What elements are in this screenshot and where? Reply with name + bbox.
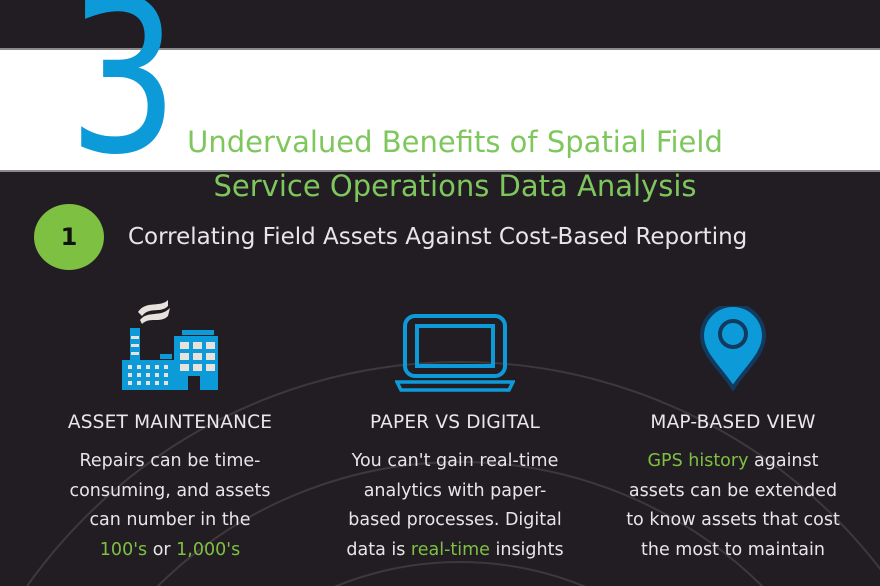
page-title: Undervalued Benefits of Spatial Field Se… xyxy=(150,120,760,208)
benefit-label: MAP-BASED VIEW xyxy=(650,412,816,433)
desc-line: can number in the xyxy=(89,510,251,530)
desc-line: to know assets that cost xyxy=(626,510,840,530)
desc-line: based processes. Digital xyxy=(348,510,562,530)
top-band xyxy=(0,0,880,48)
benefit-label: PAPER VS DIGITAL xyxy=(369,412,540,433)
highlight-text: 1,000's xyxy=(176,539,241,560)
desc-line: the most to maintain xyxy=(641,539,825,560)
benefit-description: GPS history against assets can be extend… xyxy=(598,447,868,565)
benefit-asset-maintenance: ASSET MAINTENANCE Repairs can be time- c… xyxy=(35,270,305,565)
highlight-text: 100's xyxy=(99,539,148,560)
map-pin-icon xyxy=(699,306,767,392)
highlight-text: GPS history xyxy=(647,451,749,471)
title-line-1: Undervalued Benefits of Spatial Field xyxy=(187,125,723,159)
benefit-description: You can't gain real-time analytics with … xyxy=(320,447,590,565)
laptop-icon xyxy=(395,314,515,392)
benefit-map-based-view: MAP-BASED VIEW GPS history against asset… xyxy=(598,270,868,565)
section-title: Correlating Field Assets Against Cost-Ba… xyxy=(128,224,748,250)
desc-text: data is xyxy=(346,539,411,560)
desc-line: assets can be extended xyxy=(628,480,838,501)
highlight-text: real-time xyxy=(410,539,490,560)
factory-icon xyxy=(122,300,218,390)
section-header: 1 Correlating Field Assets Against Cost-… xyxy=(34,204,747,270)
benefit-label: ASSET MAINTENANCE xyxy=(67,412,273,433)
title-banner: Undervalued Benefits of Spatial Field Se… xyxy=(0,48,880,203)
desc-text: insights xyxy=(489,539,564,560)
desc-line: consuming, and assets xyxy=(69,480,271,501)
desc-line: analytics with paper- xyxy=(363,480,547,501)
desc-text: against xyxy=(748,451,819,471)
benefit-paper-vs-digital: PAPER VS DIGITAL You can't gain real-tim… xyxy=(320,270,590,565)
desc-text: or xyxy=(147,539,177,560)
benefit-description: Repairs can be time- consuming, and asse… xyxy=(35,447,305,565)
desc-line: data is real-time insights xyxy=(320,536,590,566)
section-number-badge: 1 xyxy=(34,204,104,270)
desc-line: Repairs can be time- xyxy=(79,451,261,471)
desc-line: 100's or 1,000's xyxy=(35,536,305,566)
background-arcs xyxy=(26,361,880,586)
big-number-three: 3 xyxy=(68,0,179,201)
desc-line: You can't gain real-time xyxy=(351,451,559,471)
title-line-2: Service Operations Data Analysis xyxy=(213,169,697,203)
desc-line: GPS history against xyxy=(598,447,868,477)
